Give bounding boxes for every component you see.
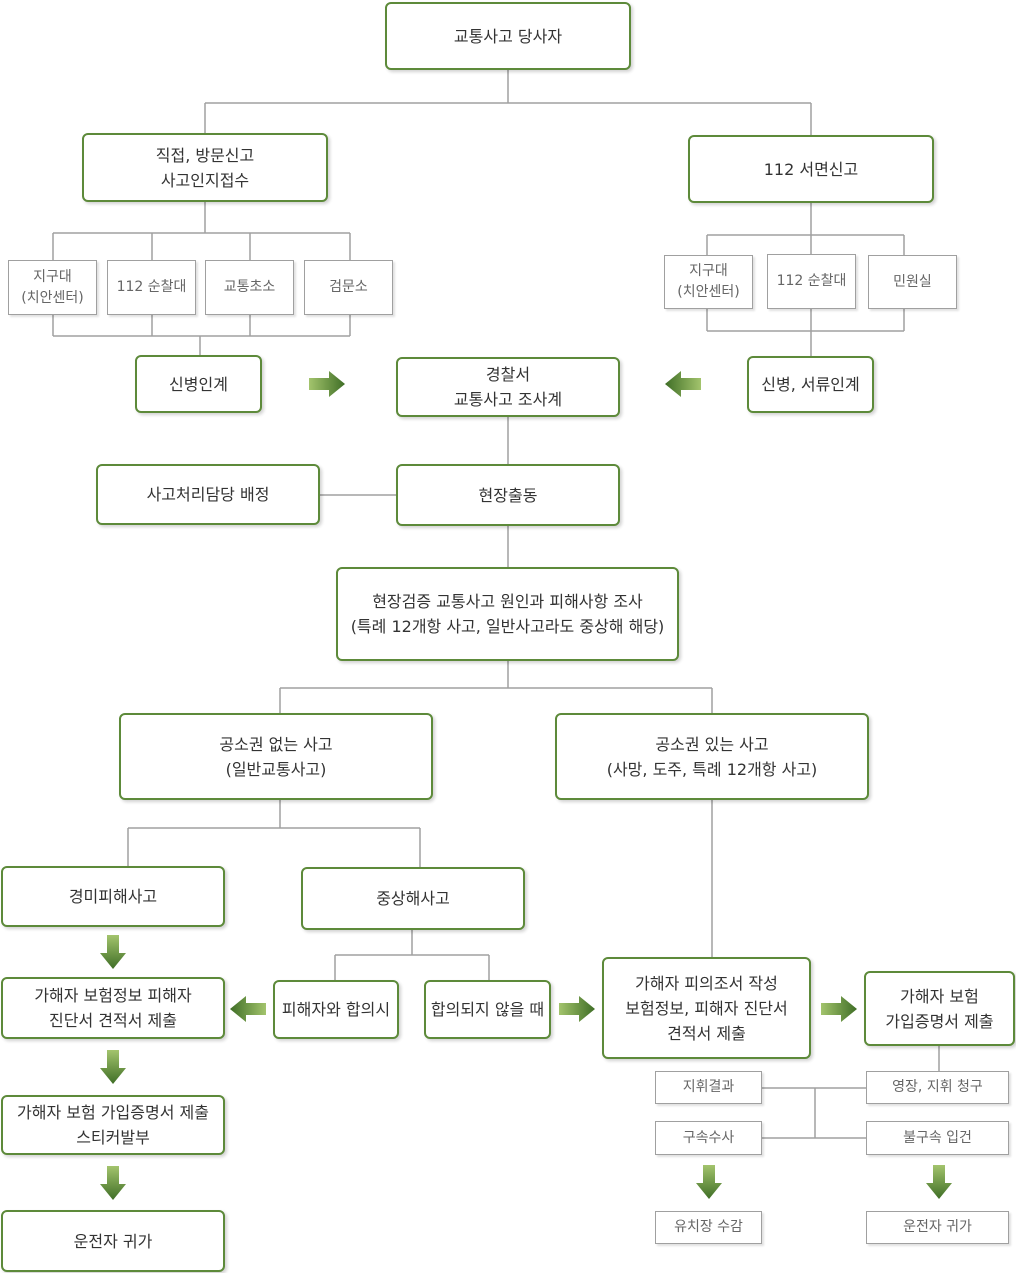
no-agreement-node: 합의되지 않을 때 bbox=[424, 980, 551, 1039]
detention-node: 유치장 수감 bbox=[655, 1211, 762, 1244]
arrest-node: 구속수사 bbox=[655, 1121, 762, 1155]
arrow-right-icon bbox=[821, 996, 857, 1022]
right-patrol-node: 112 순찰대 bbox=[767, 254, 856, 309]
submit-insurance-node: 가해자 보험정보 피해자 진단서 견적서 제출 bbox=[1, 977, 225, 1039]
sticker-node: 가해자 보험 가입증명서 제출 스티커발부 bbox=[1, 1095, 225, 1155]
minor-accident-node: 경미피해사고 bbox=[1, 866, 225, 927]
party-node: 교통사고 당사자 bbox=[385, 2, 631, 70]
no-prosecution-node: 공소권 없는 사고 (일반교통사고) bbox=[119, 713, 433, 800]
arrow-down-icon bbox=[696, 1165, 722, 1199]
right-civil-office-node: 민원실 bbox=[868, 255, 957, 309]
suspect-report-node: 가해자 피의조서 작성 보험정보, 피해자 진단서 견적서 제출 bbox=[602, 957, 811, 1059]
go-home-right-node: 운전자 귀가 bbox=[866, 1211, 1009, 1244]
dispatch-node: 현장출동 bbox=[396, 464, 620, 526]
agreement-node: 피해자와 합의시 bbox=[273, 980, 399, 1039]
left-district-node: 지구대 (치안센터) bbox=[8, 260, 97, 315]
call-112-node: 112 서면신고 bbox=[688, 135, 934, 203]
police-station-node: 경찰서 교통사고 조사계 bbox=[396, 357, 620, 417]
arrow-down-icon bbox=[100, 1166, 126, 1200]
left-checkpoint-node: 검문소 bbox=[304, 260, 393, 315]
arrow-down-icon bbox=[926, 1165, 952, 1199]
prosecution-node: 공소권 있는 사고 (사망, 도주, 특례 12개항 사고) bbox=[555, 713, 869, 800]
arrow-down-icon bbox=[100, 1050, 126, 1084]
arrow-down-icon bbox=[100, 935, 126, 969]
investigation-node: 현장검증 교통사고 원인과 피해사항 조사 (특례 12개항 사고, 일반사고라… bbox=[336, 567, 679, 661]
warrant-request-node: 영장, 지휘 청구 bbox=[866, 1071, 1009, 1104]
handover-person-node: 신병인계 bbox=[135, 355, 262, 413]
right-district-node: 지구대 (치안센터) bbox=[664, 255, 753, 309]
arrow-right-icon bbox=[309, 371, 345, 397]
insurance-cert-node: 가해자 보험 가입증명서 제출 bbox=[864, 971, 1015, 1046]
direct-report-node: 직접, 방문신고 사고인지접수 bbox=[82, 133, 328, 202]
assign-officer-node: 사고처리담당 배정 bbox=[96, 464, 320, 525]
command-result-node: 지휘결과 bbox=[655, 1071, 762, 1104]
go-home-left-node: 운전자 귀가 bbox=[1, 1210, 225, 1272]
left-patrol-node: 112 순찰대 bbox=[107, 260, 196, 315]
handover-docs-node: 신병, 서류인계 bbox=[747, 356, 874, 413]
non-arrest-node: 불구속 입건 bbox=[866, 1121, 1009, 1155]
arrow-left-icon bbox=[665, 371, 701, 397]
left-traffic-post-node: 교통초소 bbox=[205, 260, 294, 315]
arrow-left-icon bbox=[230, 996, 266, 1022]
serious-injury-node: 중상해사고 bbox=[301, 867, 525, 930]
arrow-right-icon bbox=[559, 996, 595, 1022]
